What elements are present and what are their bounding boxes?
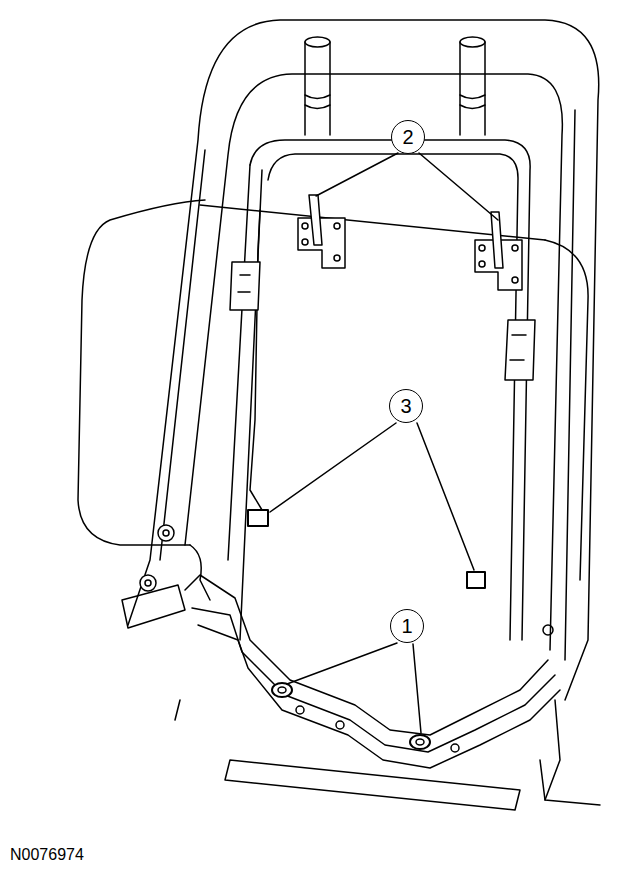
- callout-number: 1: [401, 616, 412, 636]
- callout-circle: 2: [391, 120, 425, 154]
- figure-id: N0076974: [10, 846, 84, 864]
- callout-number: 2: [402, 127, 413, 147]
- callout-circle: 1: [390, 609, 424, 643]
- callout-circle: 3: [389, 389, 423, 423]
- callout-number: 3: [400, 396, 411, 416]
